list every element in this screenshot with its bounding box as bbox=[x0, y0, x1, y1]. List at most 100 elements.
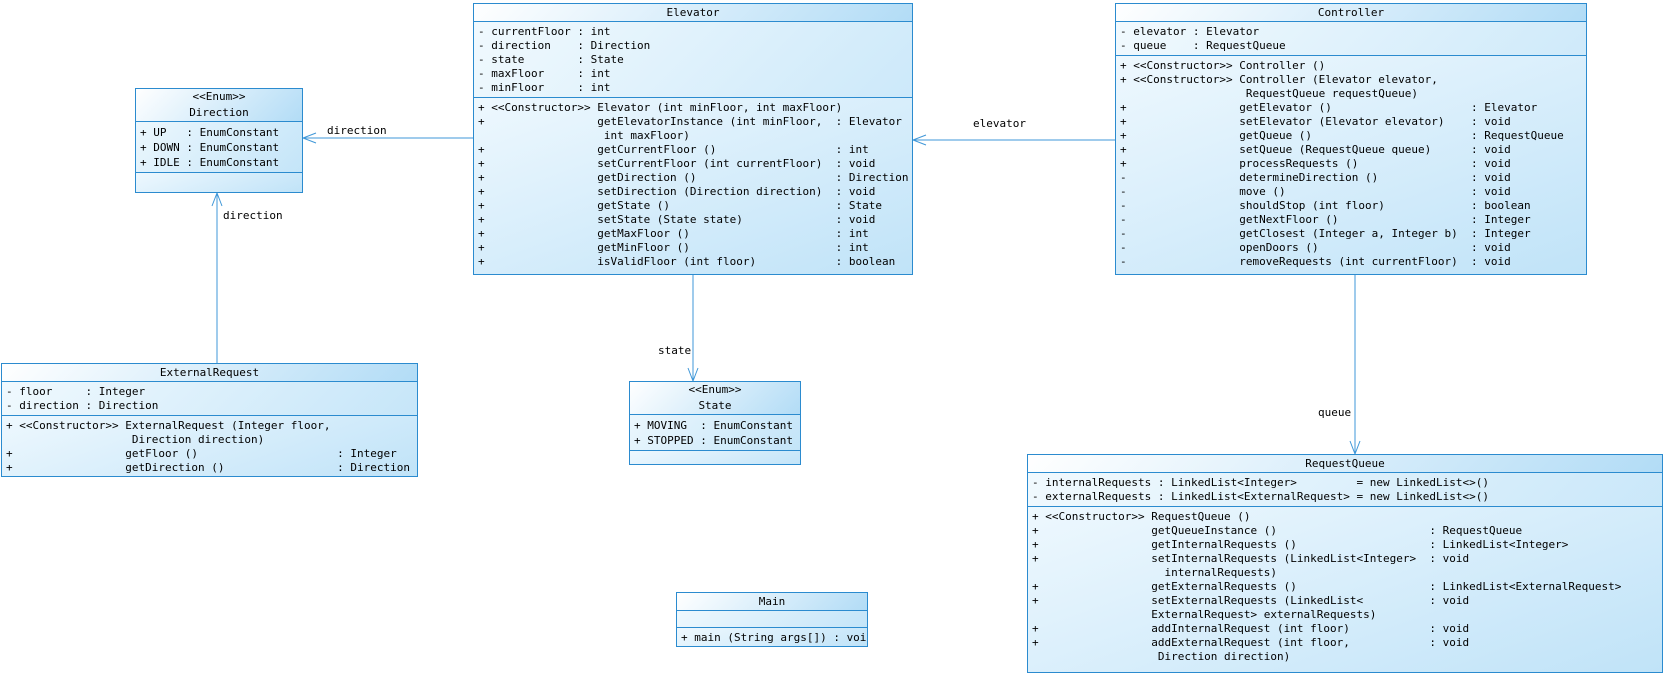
method-row: + getElevator () : Elevator bbox=[1120, 101, 1538, 114]
method-row: + setQueue (RequestQueue queue) : void bbox=[1120, 143, 1511, 156]
class-direction[interactable]: <<Enum>> Direction + UP : EnumConstant +… bbox=[135, 88, 303, 193]
method-row: + getDirection () : Direction bbox=[6, 461, 410, 474]
class-elevator[interactable]: Elevator - currentFloor : int - directio… bbox=[473, 3, 913, 275]
attribute-row: + UP : EnumConstant bbox=[140, 126, 280, 139]
association-label-elevator: elevator bbox=[973, 117, 1026, 130]
attribute-row: + STOPPED : EnumConstant bbox=[634, 434, 793, 447]
attribute-row: - state : State bbox=[478, 53, 624, 66]
attributes-compartment: - floor : Integer - direction : Directio… bbox=[2, 382, 417, 415]
class-title: ExternalRequest bbox=[2, 364, 417, 382]
class-name: Elevator bbox=[666, 6, 720, 19]
attribute-row: - direction : Direction bbox=[6, 399, 159, 412]
method-row: - shouldStop (int floor) : boolean bbox=[1120, 199, 1531, 212]
method-row: + getInternalRequests () : LinkedList<In… bbox=[1032, 538, 1569, 551]
attribute-row: - direction : Direction bbox=[478, 39, 651, 52]
method-row: + getQueueInstance () : RequestQueue bbox=[1032, 524, 1523, 537]
method-row: - openDoors () : void bbox=[1120, 241, 1511, 254]
method-row: + getState () : State bbox=[478, 199, 882, 212]
method-row: - getNextFloor () : Integer bbox=[1120, 213, 1531, 226]
class-name: RequestQueue bbox=[1305, 457, 1385, 470]
class-state[interactable]: <<Enum>> State + MOVING : EnumConstant +… bbox=[629, 381, 801, 465]
method-row: - removeRequests (int currentFloor) : vo… bbox=[1120, 255, 1511, 268]
attributes-compartment: - currentFloor : int - direction : Direc… bbox=[474, 22, 912, 97]
methods-compartment: + <<Constructor>> Elevator (int minFloor… bbox=[474, 97, 912, 274]
method-row: - determineDirection () : void bbox=[1120, 171, 1511, 184]
attribute-row: + IDLE : EnumConstant bbox=[140, 156, 280, 169]
attribute-row: - queue : RequestQueue bbox=[1120, 39, 1286, 52]
attributes-compartment: + UP : EnumConstant + DOWN : EnumConstan… bbox=[136, 122, 302, 172]
association-label-queue: queue bbox=[1318, 406, 1352, 419]
attribute-row: + DOWN : EnumConstant bbox=[140, 141, 280, 154]
attribute-row: - internalRequests : LinkedList<Integer>… bbox=[1032, 476, 1489, 489]
method-row: Direction direction) bbox=[6, 433, 265, 446]
attributes-compartment: - elevator : Elevator - queue : RequestQ… bbox=[1116, 22, 1586, 55]
method-row: - getClosest (Integer a, Integer b) : In… bbox=[1120, 227, 1531, 240]
class-title: Main bbox=[677, 593, 867, 611]
method-row: + processRequests () : void bbox=[1120, 157, 1511, 170]
method-row: + getFloor () : Integer bbox=[6, 447, 397, 460]
attribute-row: - maxFloor : int bbox=[478, 67, 611, 80]
class-stereotype: <<Enum>> bbox=[688, 383, 742, 396]
method-row: + isValidFloor (int floor) : boolean bbox=[478, 255, 896, 268]
association-controller-elevator[interactable] bbox=[911, 134, 1115, 146]
method-row: + getExternalRequests () : LinkedList<Ex… bbox=[1032, 580, 1622, 593]
attributes-compartment bbox=[677, 611, 867, 627]
method-row: + setInternalRequests (LinkedList<Intege… bbox=[1032, 552, 1470, 565]
attribute-row: - externalRequests : LinkedList<External… bbox=[1032, 490, 1489, 503]
open-arrowhead-icon bbox=[911, 134, 927, 146]
methods-compartment bbox=[630, 450, 800, 464]
association-elevator-state[interactable] bbox=[687, 275, 699, 383]
method-row: + getElevatorInstance (int minFloor, : E… bbox=[478, 115, 902, 128]
attribute-row: + MOVING : EnumConstant bbox=[634, 419, 793, 432]
class-controller[interactable]: Controller - elevator : Elevator - queue… bbox=[1115, 3, 1587, 275]
attribute-row: - floor : Integer bbox=[6, 385, 146, 398]
class-name: Main bbox=[758, 595, 786, 608]
class-name: Direction bbox=[189, 106, 249, 119]
open-arrowhead-icon bbox=[301, 132, 317, 144]
class-title: Elevator bbox=[474, 4, 912, 22]
class-name: Controller bbox=[1317, 6, 1385, 19]
class-name: State bbox=[698, 399, 732, 412]
attributes-compartment: + MOVING : EnumConstant + STOPPED : Enum… bbox=[630, 415, 800, 450]
method-row: + <<Constructor>> RequestQueue () bbox=[1032, 510, 1251, 523]
method-row: + getQueue () : RequestQueue bbox=[1120, 129, 1564, 142]
open-arrowhead-icon bbox=[1349, 440, 1361, 456]
method-row: + addInternalRequest (int floor) : void bbox=[1032, 622, 1470, 635]
association-controller-queue[interactable] bbox=[1349, 275, 1361, 456]
open-arrowhead-icon bbox=[687, 367, 699, 383]
attribute-row: - currentFloor : int bbox=[478, 25, 611, 38]
association-externalrequest-direction[interactable] bbox=[211, 191, 223, 363]
method-row: RequestQueue requestQueue) bbox=[1120, 87, 1419, 100]
association-label-direction: direction bbox=[223, 209, 283, 222]
method-row: Direction direction) bbox=[1032, 650, 1291, 663]
class-requestqueue[interactable]: RequestQueue - internalRequests : Linked… bbox=[1027, 454, 1663, 673]
methods-compartment: + main (String args[]) : void bbox=[677, 627, 868, 646]
methods-compartment: + <<Constructor>> Controller () + <<Cons… bbox=[1116, 55, 1586, 274]
method-row: + addExternalRequest (int floor, : void bbox=[1032, 636, 1470, 649]
method-row: + setDirection (Direction direction) : v… bbox=[478, 185, 876, 198]
methods-compartment: + <<Constructor>> ExternalRequest (Integ… bbox=[2, 415, 417, 476]
class-title: <<Enum>> State bbox=[630, 382, 800, 415]
class-title: RequestQueue bbox=[1028, 455, 1662, 473]
association-label-direction: direction bbox=[327, 124, 387, 137]
method-row: ExternalRequest> externalRequests) bbox=[1032, 608, 1377, 621]
attributes-compartment: - internalRequests : LinkedList<Integer>… bbox=[1028, 473, 1662, 506]
method-row: + setExternalRequests (LinkedList< : voi… bbox=[1032, 594, 1470, 607]
method-row: + <<Constructor>> Elevator (int minFloor… bbox=[478, 101, 843, 114]
class-main[interactable]: Main + main (String args[]) : void bbox=[676, 592, 868, 647]
method-row: + getMaxFloor () : int bbox=[478, 227, 869, 240]
method-row: + getMinFloor () : int bbox=[478, 241, 869, 254]
class-name: ExternalRequest bbox=[159, 366, 260, 379]
method-row: - move () : void bbox=[1120, 185, 1511, 198]
class-externalrequest[interactable]: ExternalRequest - floor : Integer - dire… bbox=[1, 363, 418, 477]
attribute-row: - minFloor : int bbox=[478, 81, 611, 94]
method-row: + <<Constructor>> Controller () bbox=[1120, 59, 1326, 72]
method-row: + setCurrentFloor (int currentFloor) : v… bbox=[478, 157, 876, 170]
class-title: <<Enum>> Direction bbox=[136, 89, 302, 122]
method-row: + <<Constructor>> ExternalRequest (Integ… bbox=[6, 419, 331, 432]
method-row: + main (String args[]) : void bbox=[681, 631, 868, 644]
class-title: Controller bbox=[1116, 4, 1586, 22]
association-label-state: state bbox=[658, 344, 692, 357]
methods-compartment: + <<Constructor>> RequestQueue () + getQ… bbox=[1028, 506, 1662, 672]
